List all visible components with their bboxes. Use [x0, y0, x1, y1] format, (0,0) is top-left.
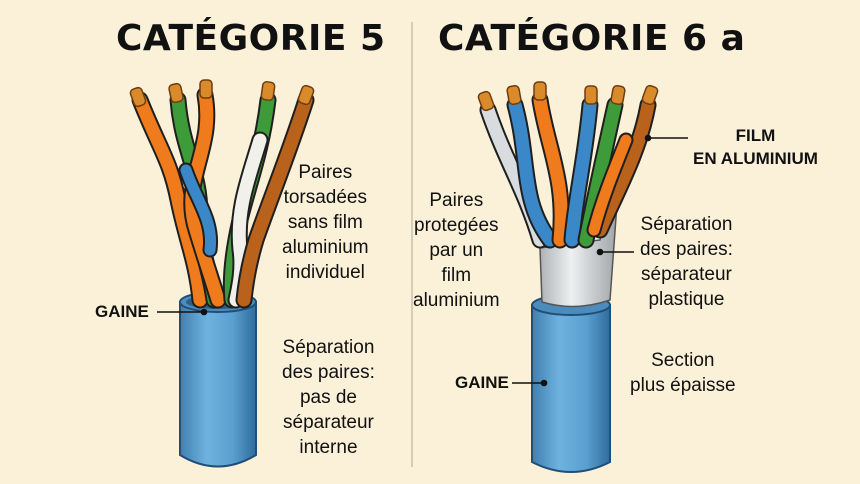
- cat6a-section-label: Section plus épaisse: [630, 348, 736, 398]
- cat5-jacket-callout-dot: [200, 308, 208, 316]
- cat5-separation-label: Séparation des paires: pas de séparateur…: [282, 335, 375, 460]
- cat6a-protected-pairs-text: Paires protegées par un film aluminium: [413, 190, 500, 311]
- callout-lines: [157, 134, 688, 387]
- cat6a-title: CATÉGORIE 6 a: [438, 18, 746, 59]
- cat5-jacket-tag: GAINE: [95, 302, 149, 321]
- cat6a-copper-tips: [477, 81, 659, 112]
- cat5-copper-tips: [129, 79, 315, 108]
- cat5-wires: [131, 86, 315, 309]
- cat5-cable: [129, 79, 315, 468]
- cat6a-protected-pairs-label: Paires protegées par un film aluminium: [413, 188, 500, 313]
- cat5-twisted-pairs-text: Paires torsadées sans film aluminium ind…: [282, 162, 369, 283]
- foil-callout-dot: [644, 134, 652, 142]
- center-divider: [411, 22, 413, 467]
- cat5-twisted-pairs-label: Paires torsadées sans film aluminium ind…: [282, 160, 369, 285]
- cat5-jacket: [179, 291, 257, 468]
- cat6a-foil-tag: FILM EN ALUMINIUM: [693, 124, 818, 170]
- cat6a-foil-text: FILM EN ALUMINIUM: [693, 126, 818, 168]
- cat6a-separation-label: Séparation des paires: séparateur plasti…: [640, 212, 733, 312]
- cat6a-jacket-callout-dot: [540, 379, 548, 387]
- separator-callout-dot: [596, 248, 604, 256]
- cat5-separation-text: Séparation des paires: pas de séparateur…: [282, 337, 375, 458]
- cat6a-cable: [477, 81, 659, 473]
- cat6a-jacket-tag: GAINE: [455, 373, 509, 392]
- cat5-title: CATÉGORIE 5: [116, 18, 386, 59]
- cat6a-wires: [479, 91, 657, 249]
- cat6a-separation-text: Séparation des paires: séparateur plasti…: [640, 214, 733, 310]
- cat6a-section-text: Section plus épaisse: [630, 350, 736, 396]
